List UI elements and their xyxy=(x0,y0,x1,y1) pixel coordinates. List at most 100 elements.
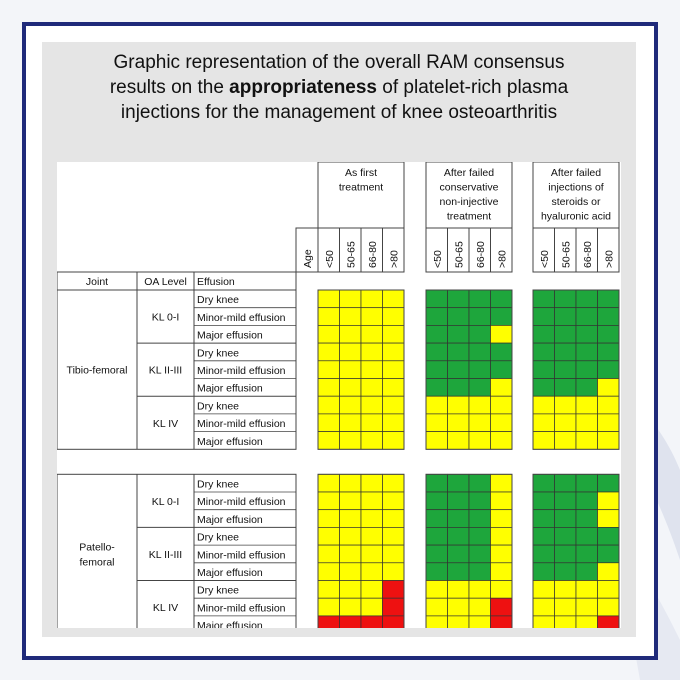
rating-cell xyxy=(597,580,620,599)
rating-cell xyxy=(447,413,470,432)
rating-cell xyxy=(554,473,577,493)
rating-cell xyxy=(575,491,598,511)
rating-cell xyxy=(360,544,383,564)
rating-cell xyxy=(490,395,513,415)
rating-cell xyxy=(575,378,598,397)
rating-cell xyxy=(554,289,577,309)
rating-cell xyxy=(360,395,383,415)
rating-cell xyxy=(339,325,362,344)
rating-cell xyxy=(425,473,448,493)
rating-cell xyxy=(597,597,620,617)
oa-level-label: KL IV xyxy=(153,602,178,614)
rating-cell xyxy=(554,431,577,450)
rating-cell xyxy=(339,509,362,528)
rating-cell xyxy=(425,395,448,415)
rating-cell xyxy=(575,562,598,581)
rating-cell xyxy=(382,413,405,432)
rating-cell xyxy=(360,509,383,528)
rating-cell xyxy=(317,544,340,564)
scenario-label: As first xyxy=(345,167,377,179)
rating-cell xyxy=(575,360,598,379)
rating-cell xyxy=(575,544,598,564)
rating-cell xyxy=(447,360,470,379)
rating-cell xyxy=(490,615,513,628)
rating-cell xyxy=(425,562,448,581)
rating-cell xyxy=(382,491,405,511)
age-header-label: Age xyxy=(302,249,314,268)
rating-cell xyxy=(597,509,620,528)
rating-cell xyxy=(532,491,555,511)
rating-cell xyxy=(468,562,491,581)
rating-cell xyxy=(317,491,340,511)
rating-cell xyxy=(575,325,598,344)
scenario-label: After failed xyxy=(444,167,494,179)
effusion-label: Dry knee xyxy=(197,400,239,412)
effusion-header: Effusion xyxy=(197,276,235,288)
rating-cell xyxy=(554,395,577,415)
rating-cell xyxy=(490,509,513,528)
rating-cell xyxy=(597,431,620,450)
rating-cell xyxy=(360,431,383,450)
rating-cell xyxy=(382,473,405,493)
rating-cell xyxy=(360,289,383,309)
rating-cell xyxy=(468,580,491,599)
rating-cell xyxy=(382,431,405,450)
rating-cell xyxy=(360,342,383,362)
rating-cell xyxy=(425,527,448,546)
rating-cell xyxy=(554,544,577,564)
rating-cell xyxy=(339,289,362,309)
rating-cell xyxy=(360,597,383,617)
rating-cell xyxy=(532,431,555,450)
rating-cell xyxy=(382,360,405,379)
effusion-label: Major effusion xyxy=(197,383,263,395)
rating-cell xyxy=(468,342,491,362)
rating-cell xyxy=(468,491,491,511)
rating-cell xyxy=(447,325,470,344)
rating-cell xyxy=(468,509,491,528)
rating-cell xyxy=(597,378,620,397)
oa-level-label: KL II-III xyxy=(149,549,182,561)
rating-cell xyxy=(360,325,383,344)
rating-cell xyxy=(339,307,362,326)
age-group-label: 50-65 xyxy=(560,241,572,268)
rating-cell xyxy=(468,413,491,432)
age-group-label: 50-65 xyxy=(453,241,465,268)
scenario-label: conservative xyxy=(440,182,499,194)
rating-cell xyxy=(597,527,620,546)
rating-cell xyxy=(425,360,448,379)
rating-cell xyxy=(532,325,555,344)
rating-cell xyxy=(339,597,362,617)
rating-cell xyxy=(490,342,513,362)
rating-cell xyxy=(554,491,577,511)
rating-cell xyxy=(532,307,555,326)
joint-label: Patello- xyxy=(79,541,115,553)
title-emphasis: appropriateness xyxy=(229,77,377,98)
title-line-1: Graphic representation of the overall RA… xyxy=(113,52,565,73)
rating-cell xyxy=(339,491,362,511)
rating-cell xyxy=(360,491,383,511)
rating-cell xyxy=(532,509,555,528)
effusion-label: Dry knee xyxy=(197,294,239,306)
rating-cell xyxy=(425,431,448,450)
rating-cell xyxy=(425,491,448,511)
rating-cell xyxy=(317,509,340,528)
age-group-label: >80 xyxy=(496,250,508,268)
rating-cell xyxy=(382,562,405,581)
rating-cell xyxy=(425,325,448,344)
rating-cell xyxy=(382,544,405,564)
rating-cell xyxy=(382,527,405,546)
rating-cell xyxy=(575,527,598,546)
rating-cell xyxy=(575,431,598,450)
oa-level-label: KL 0-I xyxy=(152,496,180,508)
joint-label: Tibio-femoral xyxy=(67,365,128,377)
rating-cell xyxy=(447,544,470,564)
rating-cell xyxy=(425,307,448,326)
effusion-label: Major effusion xyxy=(197,330,263,342)
rating-cell xyxy=(317,473,340,493)
scenario-label: steroids or xyxy=(551,196,601,208)
rating-cell xyxy=(554,307,577,326)
rating-cell xyxy=(490,378,513,397)
rating-cell xyxy=(490,360,513,379)
rating-cell xyxy=(447,580,470,599)
rating-cell xyxy=(490,325,513,344)
